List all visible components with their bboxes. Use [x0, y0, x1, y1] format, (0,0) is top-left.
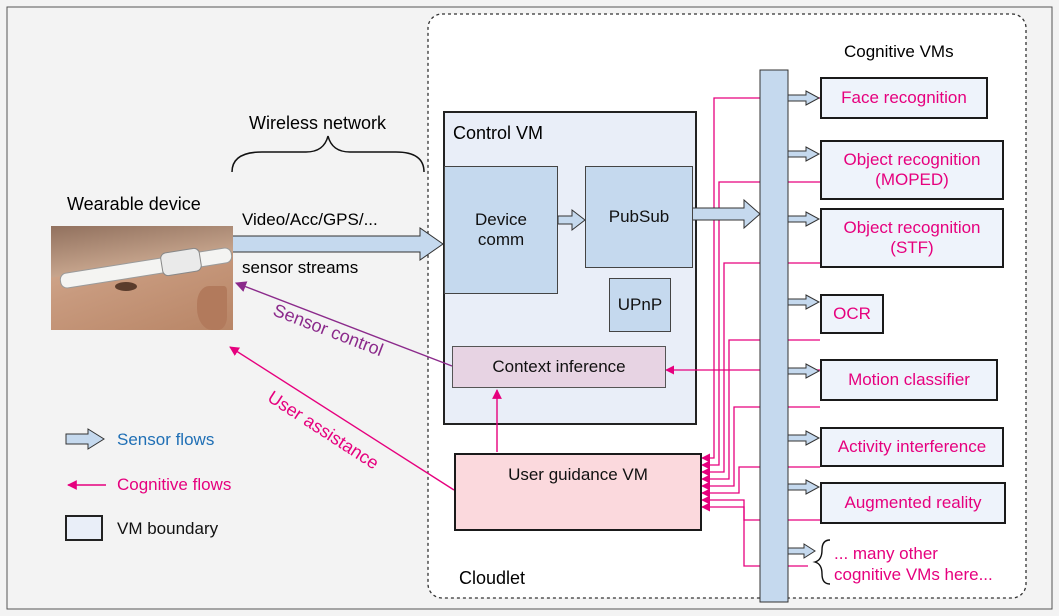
cognitive-vm-label: OCR	[833, 303, 871, 323]
many-other-brace	[812, 539, 831, 585]
cognitive-vm-label: Augmented reality	[844, 492, 982, 512]
legend-sensor-flows: Sensor flows	[117, 430, 215, 449]
control-vm-title: Control VM	[453, 123, 544, 143]
pubsub-label: PubSub	[608, 207, 670, 226]
cognitive-vm-sublabel: (MOPED)	[875, 170, 949, 189]
user-assistance-arrow	[229, 346, 455, 491]
legend-vm-boundary-icon	[65, 515, 103, 541]
pubsub-to-bus-arrow	[691, 198, 761, 230]
context-inference-label: Context inference	[492, 357, 626, 376]
sensor-stream-arrow	[231, 227, 444, 261]
wireless-brace	[231, 135, 425, 173]
upnp-label: UPnP	[617, 295, 663, 314]
comm-to-pubsub-arrow	[557, 208, 586, 232]
cognitive-vm-ocr: OCR	[820, 294, 884, 334]
wearable-device-image	[51, 226, 233, 330]
cognitive-vm-augmented-reality: Augmented reality	[820, 482, 1006, 524]
video-acc-label: Video/Acc/GPS/...	[242, 210, 378, 229]
legend-sensor-flow-icon	[65, 428, 105, 450]
user-guidance-vm: User guidance VM	[454, 453, 702, 531]
wearable-device-label: Wearable device	[67, 194, 201, 214]
many-other-line2: cognitive VMs here...	[834, 565, 993, 584]
cognitive-vms-title: Cognitive VMs	[844, 42, 954, 61]
cognitive-vm-activity-interference: Activity interference	[820, 427, 1004, 467]
cognitive-vm-label: Activity interference	[837, 436, 987, 456]
cognitive-vm-object-recognition-stf: Object recognition (STF)	[820, 208, 1004, 268]
context-inference-block: Context inference	[452, 346, 666, 388]
cognitive-vm-label: Object recognition	[843, 217, 981, 237]
cognitive-vm-label: Object recognition	[843, 149, 981, 169]
cognitive-vm-label: Face recognition	[841, 87, 967, 107]
cognitive-vm-face-recognition: Face recognition	[820, 77, 988, 119]
sensor-control-arrow	[234, 281, 453, 367]
upnp-block: UPnP	[609, 278, 671, 332]
device-comm-block: Device comm	[444, 166, 558, 294]
cloudlet-label: Cloudlet	[459, 568, 526, 588]
device-comm-line1: Device	[475, 210, 527, 229]
user-guidance-vm-label: User guidance VM	[508, 465, 648, 484]
cognitive-vm-sublabel: (STF)	[890, 238, 934, 257]
pubsub-bus	[759, 69, 789, 603]
cognitive-vm-motion-classifier: Motion classifier	[820, 359, 998, 401]
legend-vm-boundary: VM boundary	[117, 519, 219, 538]
bus-outputs	[787, 90, 821, 559]
pubsub-block: PubSub	[585, 166, 693, 268]
many-other-line1: ... many other	[834, 544, 938, 563]
wireless-network-label: Wireless network	[249, 113, 387, 133]
cognitive-vm-label: Motion classifier	[848, 369, 970, 389]
legend-cognitive-flows: Cognitive flows	[117, 475, 232, 494]
device-comm-line2: comm	[477, 230, 525, 249]
sensor-streams-label: sensor streams	[242, 258, 359, 277]
cognitive-vm-object-recognition-moped: Object recognition (MOPED)	[820, 140, 1004, 200]
